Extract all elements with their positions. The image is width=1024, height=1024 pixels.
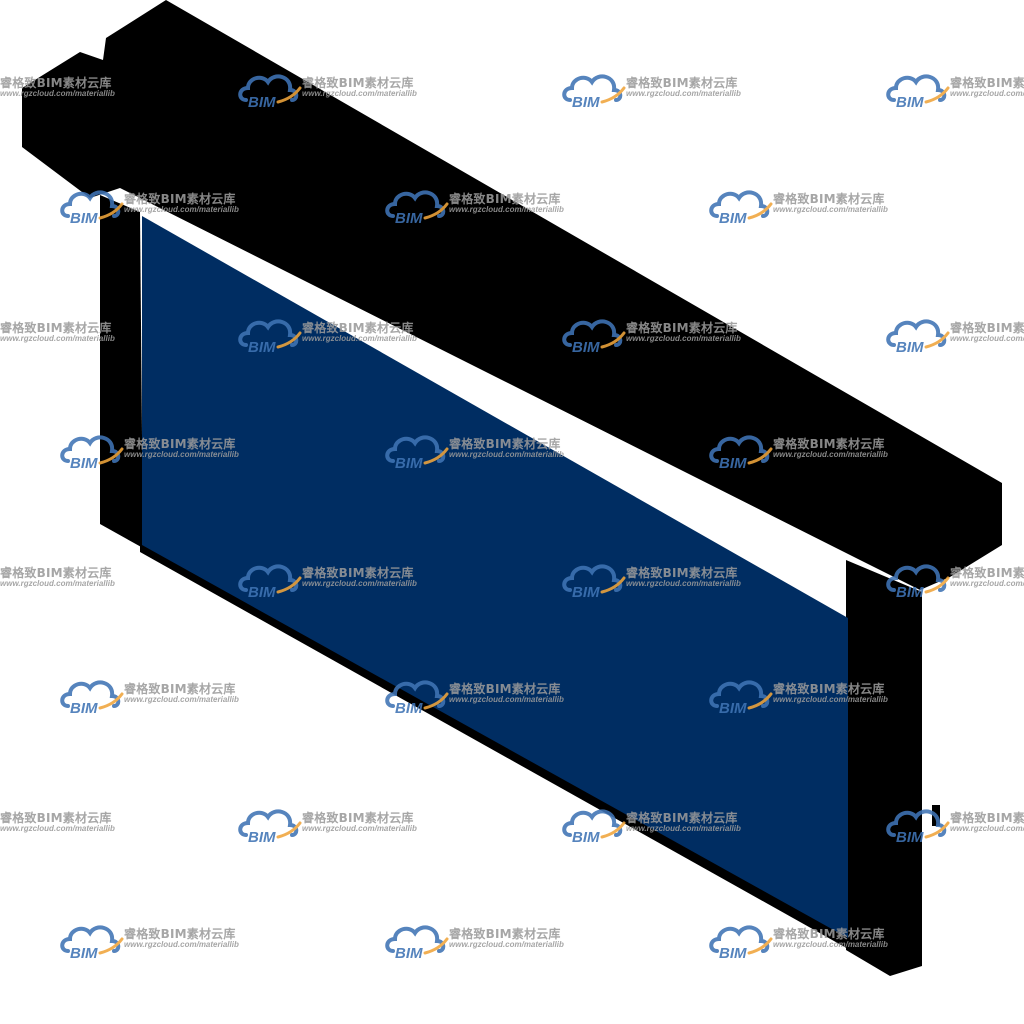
side-tab: [932, 805, 940, 826]
left-jamb: [100, 195, 143, 548]
glazed-panel-face: [142, 216, 848, 938]
right-jamb: [846, 560, 922, 976]
